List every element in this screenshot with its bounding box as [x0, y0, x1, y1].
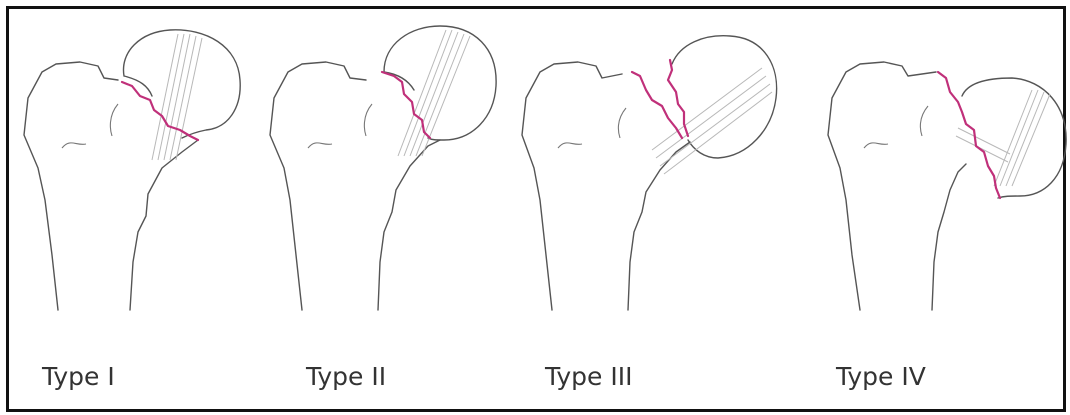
type-2-label: Type II: [306, 362, 386, 391]
trabecular-lines: [956, 90, 1050, 186]
femur-medial-outline: [628, 142, 690, 310]
femur-outline: [828, 62, 936, 310]
femur-medial-outline: [130, 140, 198, 310]
femur-outline: [522, 62, 622, 310]
femur-type-2: [270, 26, 496, 310]
type-1-label: Type I: [42, 362, 115, 391]
fracture-line-proximal: [668, 60, 688, 136]
femur-type-1: [24, 30, 240, 310]
fracture-line: [938, 72, 1000, 198]
femur-medial-outline: [932, 164, 966, 310]
femoral-head: [672, 36, 777, 158]
femur-outline: [270, 62, 366, 310]
type-4-label: Type IV: [836, 362, 926, 391]
femoral-head: [384, 26, 496, 140]
fracture-line: [382, 72, 430, 138]
femur-outline: [24, 62, 118, 310]
type-3-label: Type III: [545, 362, 633, 391]
fracture-line-distal: [632, 72, 682, 138]
femur-medial-outline: [378, 140, 440, 310]
femur-type-3: [522, 36, 777, 310]
trabecular-lines: [152, 34, 202, 160]
femur-type-4: [828, 62, 1066, 310]
